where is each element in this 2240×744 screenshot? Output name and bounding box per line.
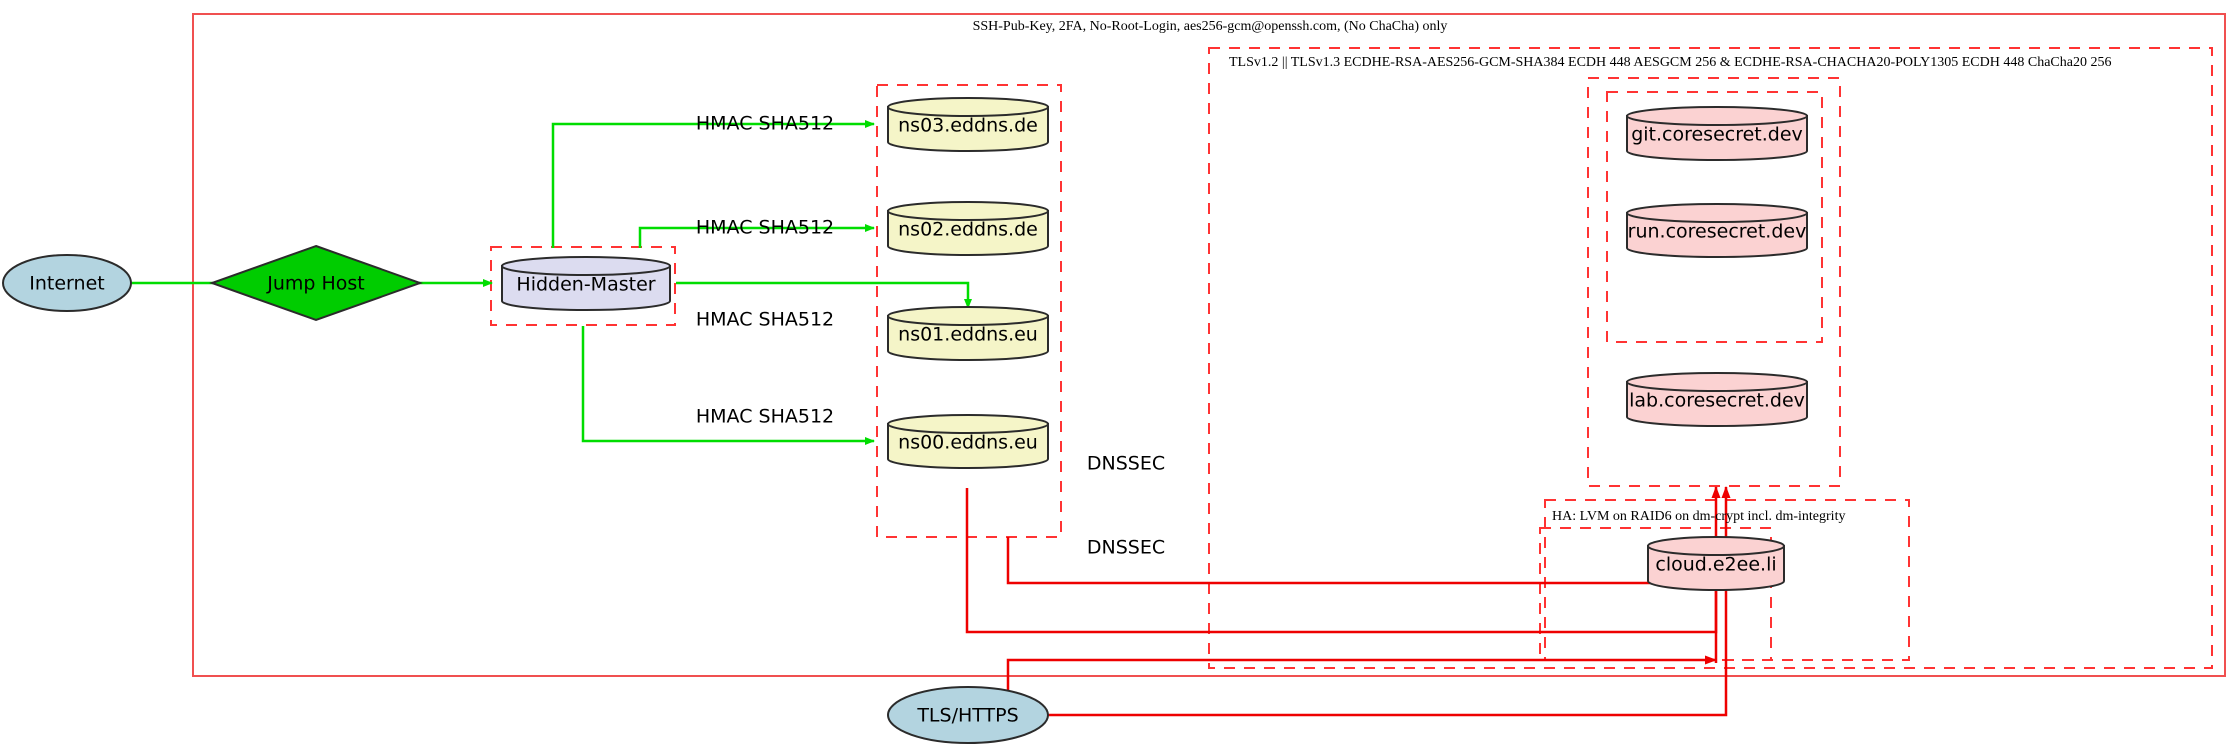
- git-cylinder-top: [1626, 106, 1808, 126]
- node-ns02[interactable]: ns02.eddns.de: [887, 201, 1049, 256]
- node-run-coresecret[interactable]: run.coresecret.dev: [1626, 203, 1808, 258]
- internet-ellipse-shape: [2, 254, 132, 312]
- ha-cluster-label: HA: LVM on RAID6 on dm-crypt incl. dm-in…: [1552, 509, 1845, 524]
- ns01-cylinder-body: [887, 315, 1049, 361]
- edge-label-hmac-2: HMAC SHA512: [696, 217, 834, 239]
- node-tls-https-label: TLS/HTTPS: [916, 705, 1018, 727]
- edge-label-hmac-1: HMAC SHA512: [696, 113, 834, 135]
- jump-host-diamond-shape: [209, 244, 423, 322]
- ns00-cylinder-body: [887, 423, 1049, 469]
- hidden-master-cylinder-body: [501, 265, 671, 311]
- edge-label-dnssec-2: DNSSEC: [1087, 537, 1165, 559]
- node-hidden-master[interactable]: Hidden-Master: [501, 256, 671, 311]
- cloud-cylinder-body: [1647, 545, 1785, 591]
- ns02-cylinder-body: [887, 210, 1049, 256]
- node-ns00[interactable]: ns00.eddns.eu: [887, 414, 1049, 469]
- node-jump-host[interactable]: Jump Host: [209, 244, 423, 322]
- node-ns02-label: ns02.eddns.de: [898, 219, 1038, 241]
- cloud-cylinder-top: [1647, 536, 1785, 556]
- node-ns00-label: ns00.eddns.eu: [898, 432, 1038, 454]
- run-cylinder-body: [1626, 212, 1808, 258]
- node-tls-https[interactable]: TLS/HTTPS: [887, 686, 1049, 744]
- edge-dnssec-cloud: [1006, 537, 1718, 663]
- node-lab-label: lab.coresecret.dev: [1629, 390, 1805, 412]
- node-ns03-label: ns03.eddns.de: [898, 115, 1038, 137]
- node-hidden-master-label: Hidden-Master: [516, 274, 655, 296]
- edge-hiddenmaster-ns00: [581, 326, 875, 445]
- ns03-cylinder-top: [887, 97, 1049, 117]
- node-cloud-label: cloud.e2ee.li: [1655, 554, 1776, 576]
- lab-cylinder-top: [1626, 372, 1808, 392]
- ns02-cylinder-top: [887, 201, 1049, 221]
- node-ns03[interactable]: ns03.eddns.de: [887, 97, 1049, 152]
- git-run-cluster-box: [1606, 91, 1823, 343]
- edge-hiddenmaster-ns02: [638, 224, 875, 248]
- tls-cluster-label: TLSv1.2 || TLSv1.3 ECDHE-RSA-AES256-GCM-…: [1229, 55, 2111, 70]
- node-jump-host-label: Jump Host: [266, 273, 365, 295]
- tls-cluster-box: [1208, 47, 2213, 669]
- node-git-coresecret[interactable]: git.coresecret.dev: [1626, 106, 1808, 161]
- ns01-cylinder-top: [887, 306, 1049, 326]
- edge-label-dnssec-1: DNSSEC: [1087, 453, 1165, 475]
- git-cylinder-body: [1626, 115, 1808, 161]
- ssh-boundary-box: [192, 13, 2226, 677]
- lab-cylinder-body: [1626, 381, 1808, 427]
- node-run-label: run.coresecret.dev: [1628, 221, 1807, 243]
- node-cloud-e2ee[interactable]: cloud.e2ee.li: [1647, 536, 1785, 591]
- dns-cluster-box: [876, 84, 1062, 538]
- node-internet-label: Internet: [29, 273, 104, 295]
- tls-https-ellipse-shape: [887, 686, 1049, 744]
- edge-hiddenmaster-ns01: [676, 281, 972, 309]
- edge-label-hmac-4: HMAC SHA512: [696, 406, 834, 428]
- node-internet[interactable]: Internet: [2, 254, 132, 312]
- edge-hiddenmaster-ns03: [551, 120, 875, 248]
- hidden-master-cylinder-top: [501, 256, 671, 276]
- cloud-cluster-box: [1539, 527, 1772, 661]
- ns00-cylinder-top: [887, 414, 1049, 434]
- node-ns01-label: ns01.eddns.eu: [898, 324, 1038, 346]
- ssh-cluster-label: SSH-Pub-Key, 2FA, No-Root-Login, aes256-…: [973, 19, 1448, 34]
- ns03-cylinder-body: [887, 106, 1049, 152]
- node-git-label: git.coresecret.dev: [1631, 124, 1803, 146]
- edge-label-hmac-3: HMAC SHA512: [696, 309, 834, 331]
- node-lab-coresecret[interactable]: lab.coresecret.dev: [1626, 372, 1808, 427]
- node-ns01[interactable]: ns01.eddns.eu: [887, 306, 1049, 361]
- run-cylinder-top: [1626, 203, 1808, 223]
